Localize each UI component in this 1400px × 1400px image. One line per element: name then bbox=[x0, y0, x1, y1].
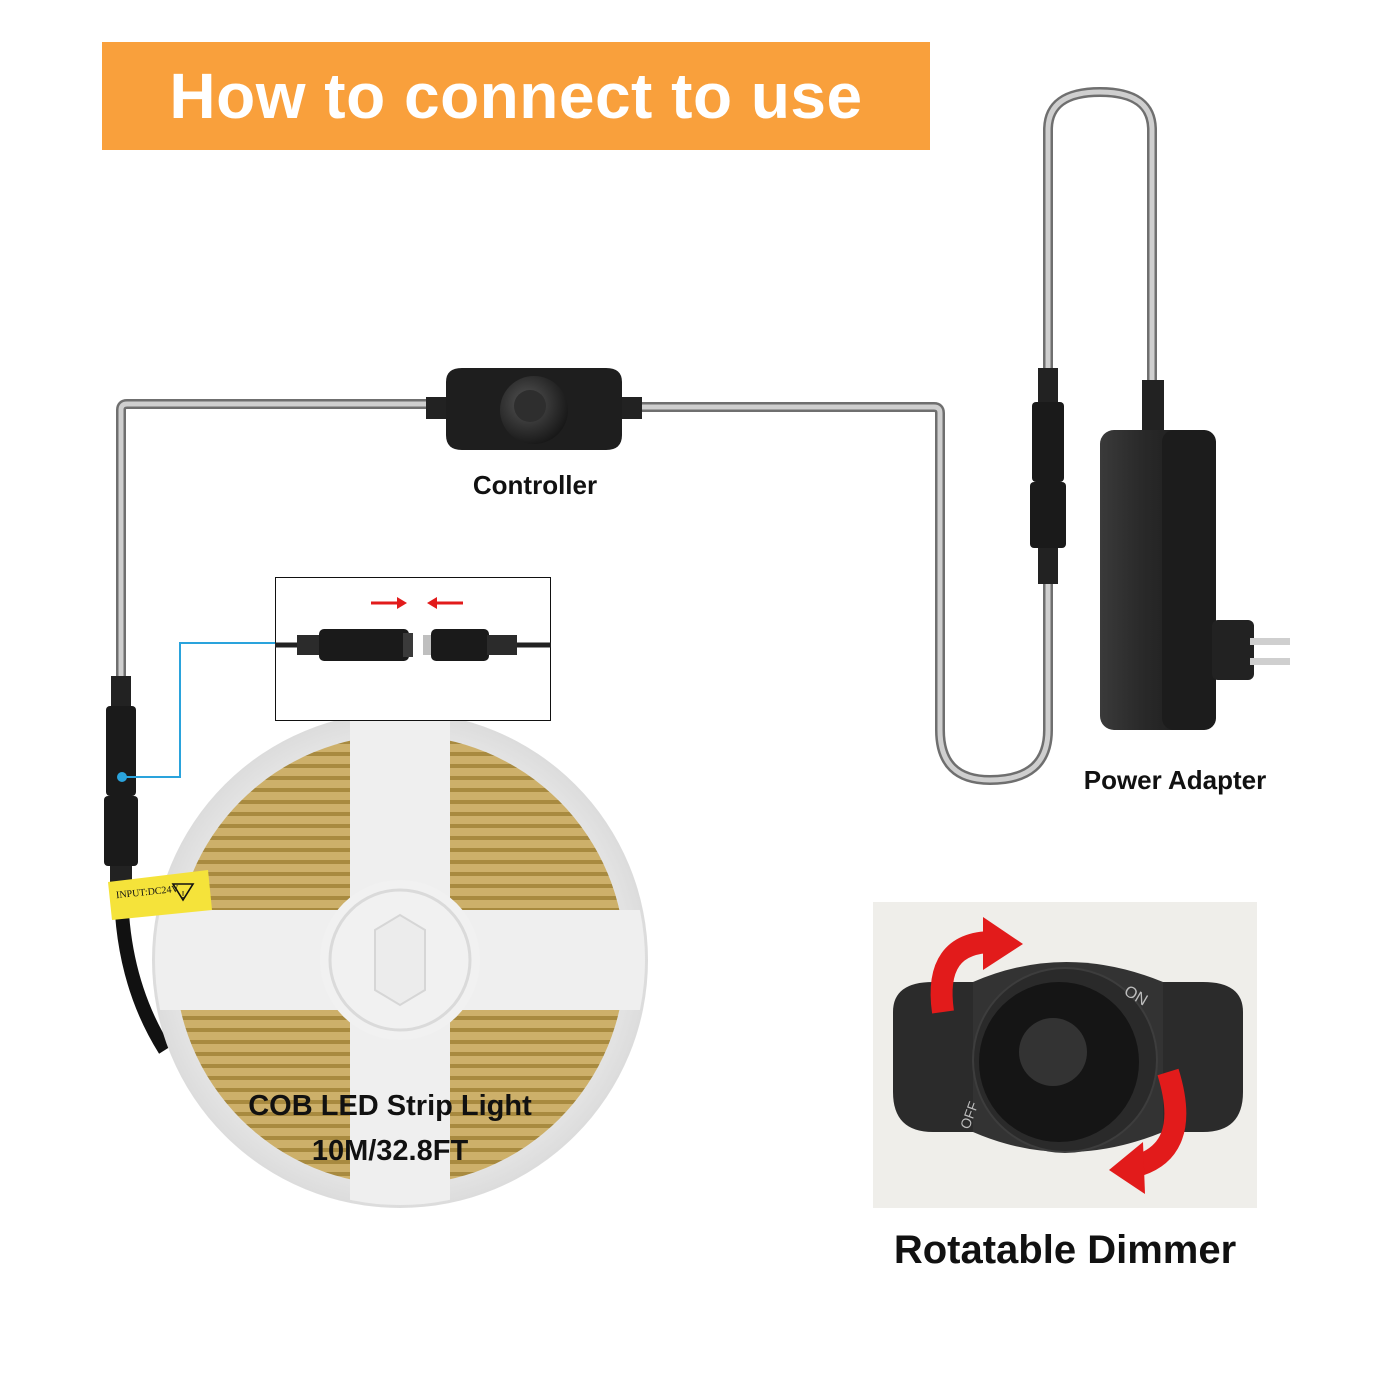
led-strip-reel bbox=[152, 712, 648, 1208]
controller-label: Controller bbox=[472, 470, 598, 500]
dimmer-photo: ON OFF bbox=[873, 902, 1257, 1208]
push-arrow-icon bbox=[427, 597, 463, 609]
warning-icon bbox=[171, 883, 195, 902]
cable-dc-to-adapter bbox=[1043, 86, 1157, 385]
adapter-dc-connector bbox=[1030, 368, 1066, 584]
strip-name-label: COB LED Strip Light bbox=[248, 1090, 532, 1122]
reel-input-tag: ! bbox=[108, 870, 212, 920]
rotate-arrow-icon bbox=[930, 917, 1023, 1014]
rotate-arrow-icon bbox=[1109, 1068, 1187, 1194]
leader-line bbox=[125, 642, 276, 778]
push-arrow-icon bbox=[371, 597, 407, 609]
prong-top bbox=[1250, 638, 1290, 645]
leader-dot bbox=[117, 772, 127, 782]
cable-controller-to-adapter bbox=[626, 402, 1053, 786]
connector-inset bbox=[275, 577, 551, 721]
page-title: How to connect to use bbox=[169, 60, 863, 132]
power-adapter-label: Power Adapter bbox=[1083, 765, 1267, 795]
controller-device bbox=[426, 368, 642, 450]
title-banner: How to connect to use bbox=[102, 42, 930, 150]
strip-dc-connector bbox=[104, 676, 138, 886]
cable-strip-to-controller bbox=[116, 399, 440, 680]
prong-bottom bbox=[1250, 658, 1290, 665]
dimmer-illustration: ON OFF bbox=[893, 917, 1243, 1194]
connector-inset-illustration bbox=[275, 597, 551, 661]
dimmer-label: Rotatable Dimmer bbox=[893, 1228, 1237, 1272]
power-adapter bbox=[1100, 380, 1290, 730]
strip-length-label: 10M/32.8FT bbox=[311, 1135, 469, 1167]
svg-text:!: ! bbox=[182, 890, 185, 901]
